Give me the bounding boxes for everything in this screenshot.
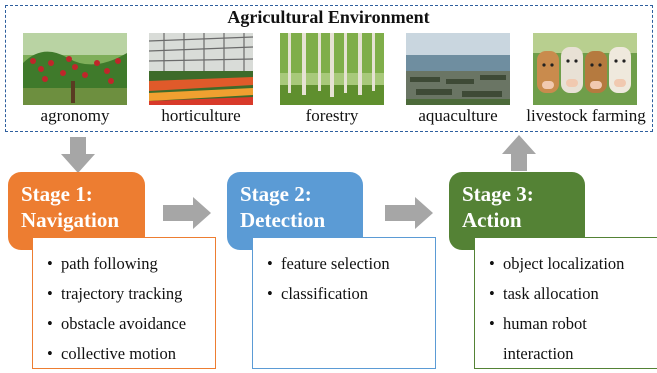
up-arrow-icon [502, 135, 536, 171]
stage-3-title: Action [462, 208, 522, 232]
label-horticulture: horticulture [161, 106, 241, 125]
stage-3-number: Stage 3: [462, 182, 534, 206]
label-forestry: forestry [305, 106, 359, 125]
stage-2-title: Detection [240, 208, 326, 232]
list-item: •feature selection [267, 254, 390, 273]
list-item: •task allocation [489, 284, 599, 303]
right-arrow-icon [385, 197, 433, 229]
greenhouse-photo [149, 33, 253, 105]
right-arrow-icon [163, 197, 211, 229]
stage-1-title: Navigation [21, 208, 120, 232]
list-item: •classification [267, 284, 369, 303]
apple-orchard-photo [23, 33, 127, 105]
label-aquaculture: aquaculture [418, 106, 498, 125]
stage-2-details: •feature selection •classification [252, 237, 436, 369]
shoreline-farm-photo [406, 33, 510, 105]
stage-1-details: •path following •trajectory tracking •ob… [32, 237, 216, 369]
agricultural-environment-frame [5, 5, 653, 132]
list-item: •collective motion [47, 344, 177, 363]
label-agronomy: agronomy [40, 106, 110, 125]
list-item: interaction [503, 344, 574, 363]
stage-2-number: Stage 2: [240, 182, 312, 206]
list-item: •object localization [489, 254, 625, 273]
cattle-photo [533, 33, 637, 105]
down-arrow-icon [61, 137, 95, 173]
list-item: •trajectory tracking [47, 284, 183, 303]
list-item: •path following [47, 254, 158, 273]
list-item: •obstacle avoidance [47, 314, 187, 333]
stage-1-number: Stage 1: [21, 182, 93, 206]
stage-3-details: •object localization •task allocation •h… [474, 237, 657, 369]
environment-title: Agricultural Environment [227, 7, 430, 27]
list-item: •human robot [489, 314, 587, 333]
forest-photo [280, 33, 384, 105]
label-livestock-farming: livestock farming [526, 106, 646, 125]
